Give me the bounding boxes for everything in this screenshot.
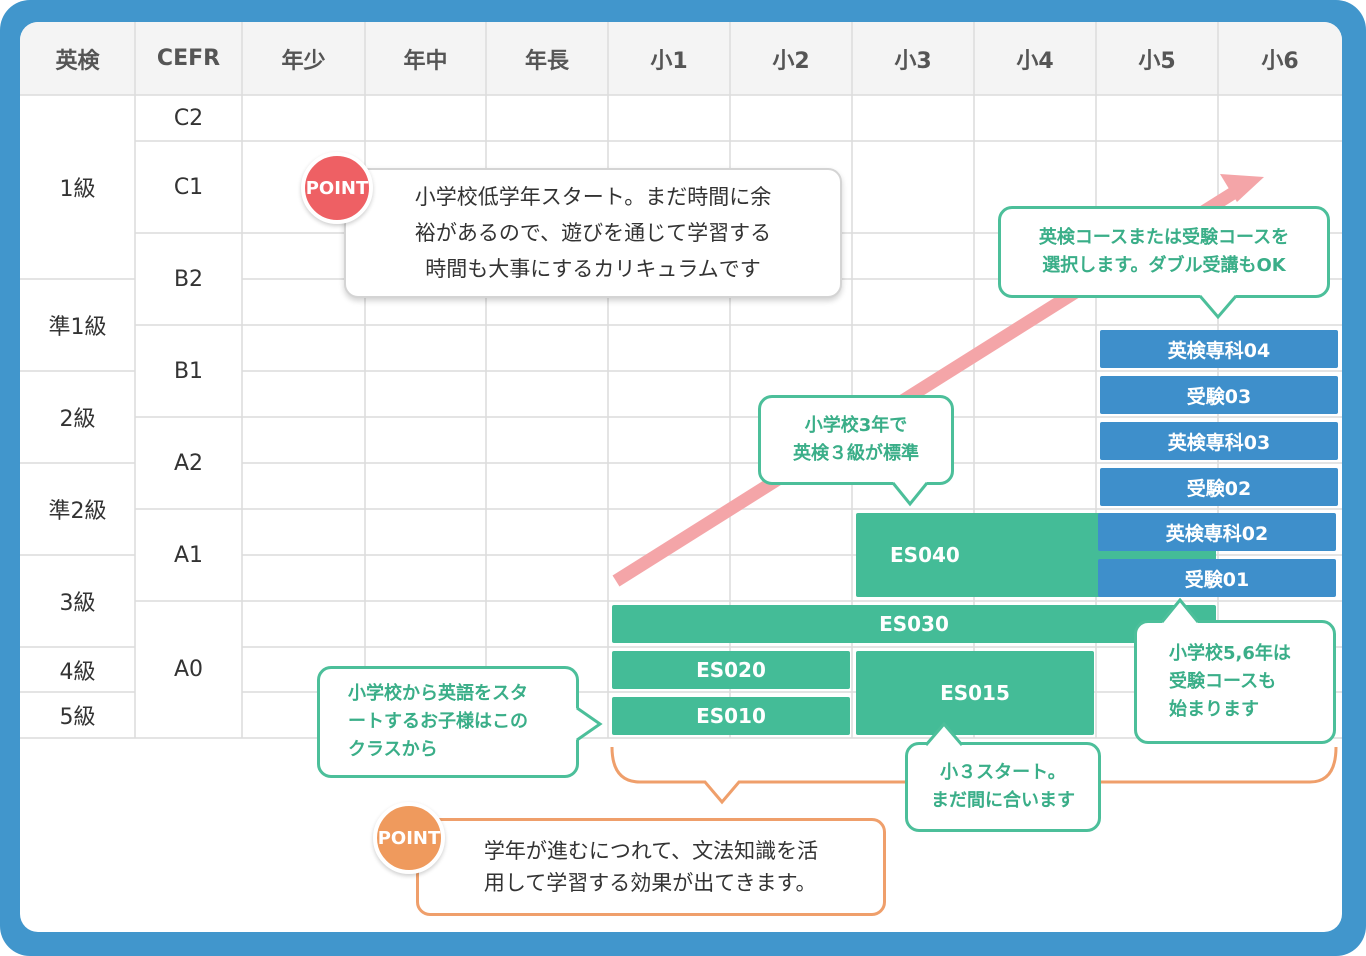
callout-point-lower-line2: 裕があるので、遊びを通じて学習する [414,221,772,245]
callout-start3-line1: 小３スタート。 [940,762,1066,783]
callout-start-line3: クラスから [348,739,438,760]
callout-start-here: 小学校から英語をスタ ートするお子様はこの クラスから [317,666,579,778]
course-juken03[interactable]: 受験03 [1100,376,1338,414]
eiken-level-pre2: 準2級 [48,499,107,524]
header-cefr: CEFR [156,46,221,71]
callout-start3-tail [924,722,964,746]
callout-point-grammar-line2: 用して学習する効果が出てきます。 [483,871,817,895]
callout-point-lower-grades: 小学校低学年スタート。まだ時間に余 裕があるので、遊びを通じて学習する 時間も大… [344,168,842,298]
cefr-b2: B2 [173,266,204,292]
eiken-level-pre1: 準1級 [48,315,107,340]
grade-brace [610,746,1338,805]
eiken-level-5: 5級 [59,705,96,730]
cefr-a2: A2 [173,450,204,476]
cefr-a0: A0 [173,657,204,682]
callout-select-line2: 選択します。ダブル受講もOK [1042,255,1286,276]
eiken-level-4: 4級 [59,659,96,685]
callout-point-grammar-line1: 学年が進むにつれて、文法知識を活 [483,839,819,863]
cefr-b1: B1 [173,358,204,384]
callout-grade3-tail [891,482,929,507]
callout-grade3-standard: 小学校3年で 英検３級が標準 [758,395,954,485]
header-grade1: 小1 [650,48,688,74]
callout-point-grammar: 学年が進むにつれて、文法知識を活 用して学習する効果が出てきます。 [416,818,886,916]
callout-grade56-line3: 始まります [1169,699,1259,720]
course-juken02[interactable]: 受験02 [1100,468,1338,506]
callout-start-tail [576,706,603,742]
header-nensho: 年少 [281,48,326,74]
callout-start3-line2: まだ間に合います [931,790,1075,811]
callout-point-lower-line1: 小学校低学年スタート。まだ時間に余 [414,185,772,209]
header-grade4: 小4 [1016,48,1054,74]
callout-select-line1: 英検コースまたは受験コースを [1038,227,1290,248]
callout-grade56-line2: 受験コースも [1169,671,1277,692]
eiken-level-3: 3級 [59,591,96,616]
callout-point-lower-line3: 時間も大事にするカリキュラムです [425,257,761,281]
course-eiken03[interactable]: 英検専科03 [1100,422,1338,460]
course-juken01[interactable]: 受験01 [1098,559,1336,597]
point-badge-orange: POINT [373,802,445,874]
header-grade5: 小5 [1138,48,1176,74]
course-es020[interactable]: ES020 [612,651,850,689]
cefr-c2: C2 [173,105,204,131]
header-grade3: 小3 [894,48,932,74]
callout-grade56-tail [1160,598,1200,623]
cefr-a1: A1 [173,542,204,568]
callout-select-tail [1198,295,1238,320]
callout-grade3-line1: 小学校3年で [804,415,908,436]
callout-start-line2: ートするお子様はこの [348,711,528,732]
course-eiken04[interactable]: 英検専科04 [1100,330,1338,368]
course-es010[interactable]: ES010 [612,697,850,735]
header-grade2: 小2 [772,48,810,74]
point-badge-red: POINT [301,152,373,224]
header-eiken: 英検 [55,48,100,74]
cefr-c1: C1 [173,174,204,200]
course-eiken02[interactable]: 英検専科02 [1098,513,1336,551]
eiken-level-1: 1級 [59,177,96,202]
callout-start-grade3: 小３スタート。 まだ間に合います [905,742,1101,832]
callout-start-line1: 小学校から英語をスタ [348,683,528,704]
callout-grade56-line1: 小学校5,6年は [1169,643,1291,664]
header-nencho: 年長 [524,48,569,74]
course-es030[interactable]: ES030 [612,605,1216,643]
callout-select-course: 英検コースまたは受験コースを 選択します。ダブル受講もOK [998,206,1330,298]
callout-grade3-line2: 英検３級が標準 [793,443,919,464]
course-es015[interactable]: ES015 [856,651,1094,735]
curriculum-panel: 英検 CEFR 年少 年中 年長 小1 小2 小3 小4 小5 小6 1級 準1… [20,22,1342,932]
eiken-level-2: 2級 [59,407,96,432]
header-grade6: 小6 [1261,48,1299,74]
header-nenchu: 年中 [403,48,448,74]
callout-grade56: 小学校5,6年は 受験コースも 始まります [1134,620,1336,744]
